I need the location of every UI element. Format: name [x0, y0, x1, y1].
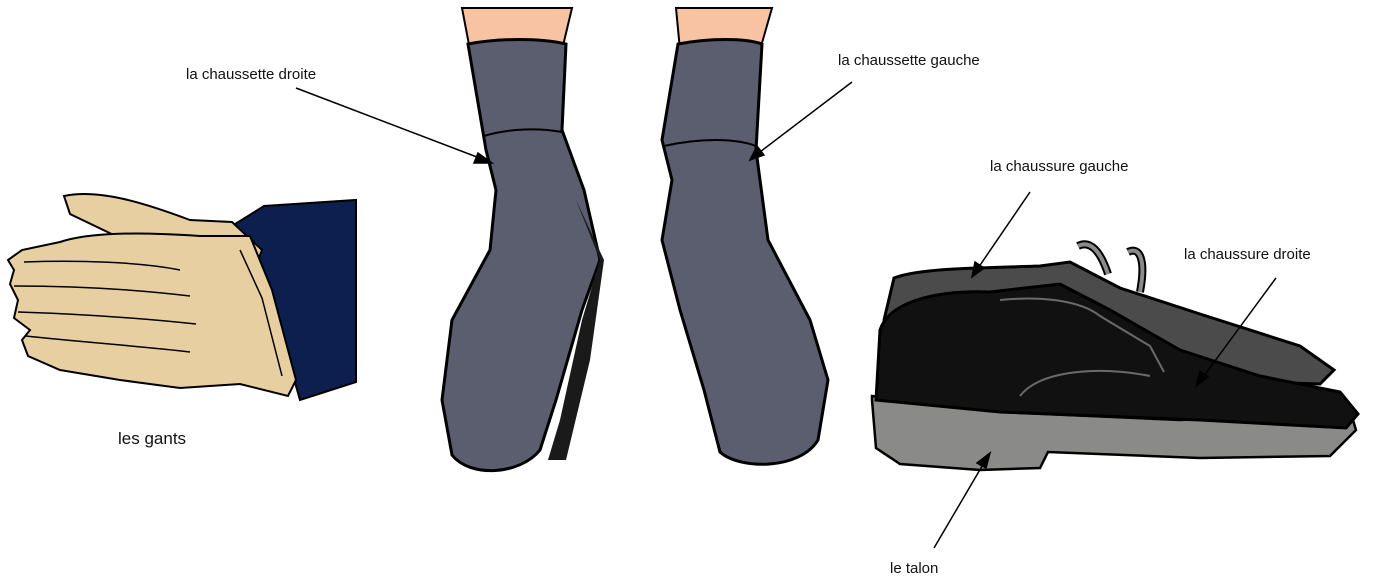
leader-left-shoe [974, 192, 1030, 274]
label-heel: le talon [890, 560, 938, 578]
left-sock [662, 40, 828, 465]
gloves-illustration [8, 194, 356, 400]
label-right-sock: la chaussette droite [186, 66, 316, 84]
label-gloves: les gants [118, 430, 186, 448]
leader-left-sock [752, 82, 852, 158]
left-sock-illustration [662, 8, 828, 464]
label-left-sock: la chaussette gauche [838, 52, 980, 70]
leader-right-sock [296, 88, 490, 162]
label-left-shoe: la chaussure gauche [990, 158, 1128, 176]
glove-front [8, 234, 296, 396]
right-sock-illustration [442, 8, 604, 471]
label-right-shoe: la chaussure droite [1184, 246, 1311, 264]
